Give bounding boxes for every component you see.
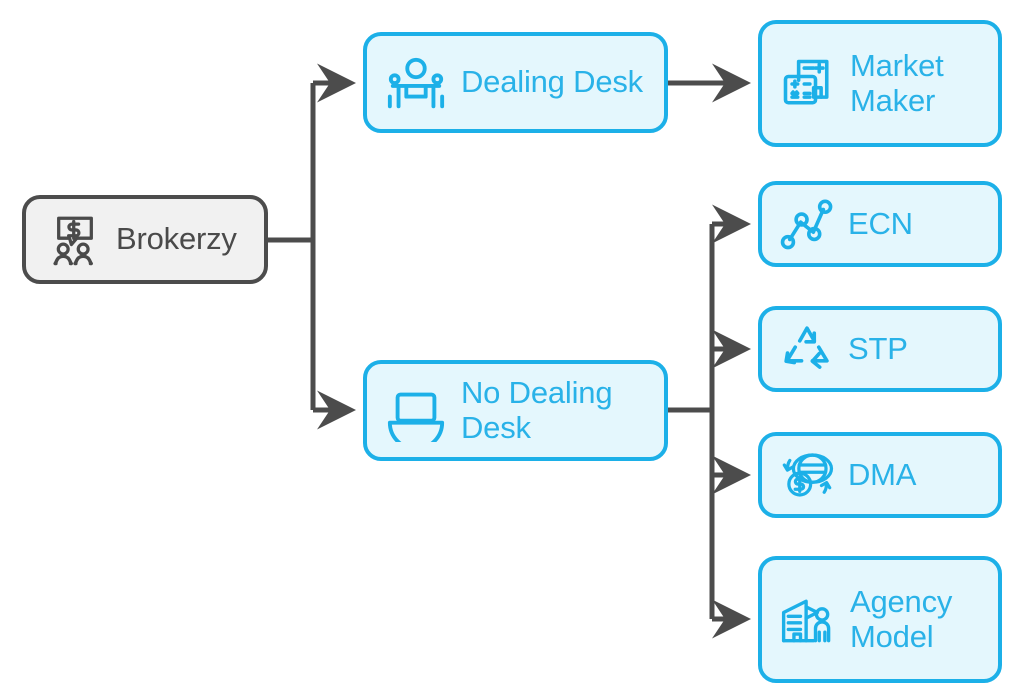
node-agency-model[interactable]: Agency Model [758, 556, 1002, 683]
node-no-dealing-desk[interactable]: No Dealing Desk [363, 360, 668, 461]
globe-coin-exchange-icon [778, 446, 836, 504]
laptop-icon [385, 380, 447, 442]
node-no-dealing-desk-label: No Dealing Desk [461, 374, 613, 445]
node-market-maker-label: Market Maker [850, 47, 944, 118]
dealing-desk-people-icon [385, 52, 447, 114]
node-brokerzy[interactable]: Brokerzy [22, 195, 268, 284]
node-brokerzy-label: Brokerzy [116, 221, 237, 257]
node-dealing-desk-label: Dealing Desk [461, 64, 643, 100]
recycle-arrows-icon [778, 320, 836, 378]
calculator-document-icon [778, 54, 838, 114]
node-stp[interactable]: STP [758, 306, 1002, 392]
node-ecn[interactable]: ECN [758, 181, 1002, 267]
node-stp-label: STP [848, 330, 908, 366]
node-dealing-desk[interactable]: Dealing Desk [363, 32, 668, 133]
building-person-icon [778, 590, 838, 650]
node-ecn-label: ECN [848, 205, 913, 241]
node-dma[interactable]: DMA [758, 432, 1002, 518]
node-dma-label: DMA [848, 456, 917, 492]
node-market-maker[interactable]: Market Maker [758, 20, 1002, 147]
node-agency-model-label: Agency Model [850, 583, 953, 654]
presentation-dollar-people-icon [46, 211, 104, 269]
network-nodes-chart-icon [778, 195, 836, 253]
